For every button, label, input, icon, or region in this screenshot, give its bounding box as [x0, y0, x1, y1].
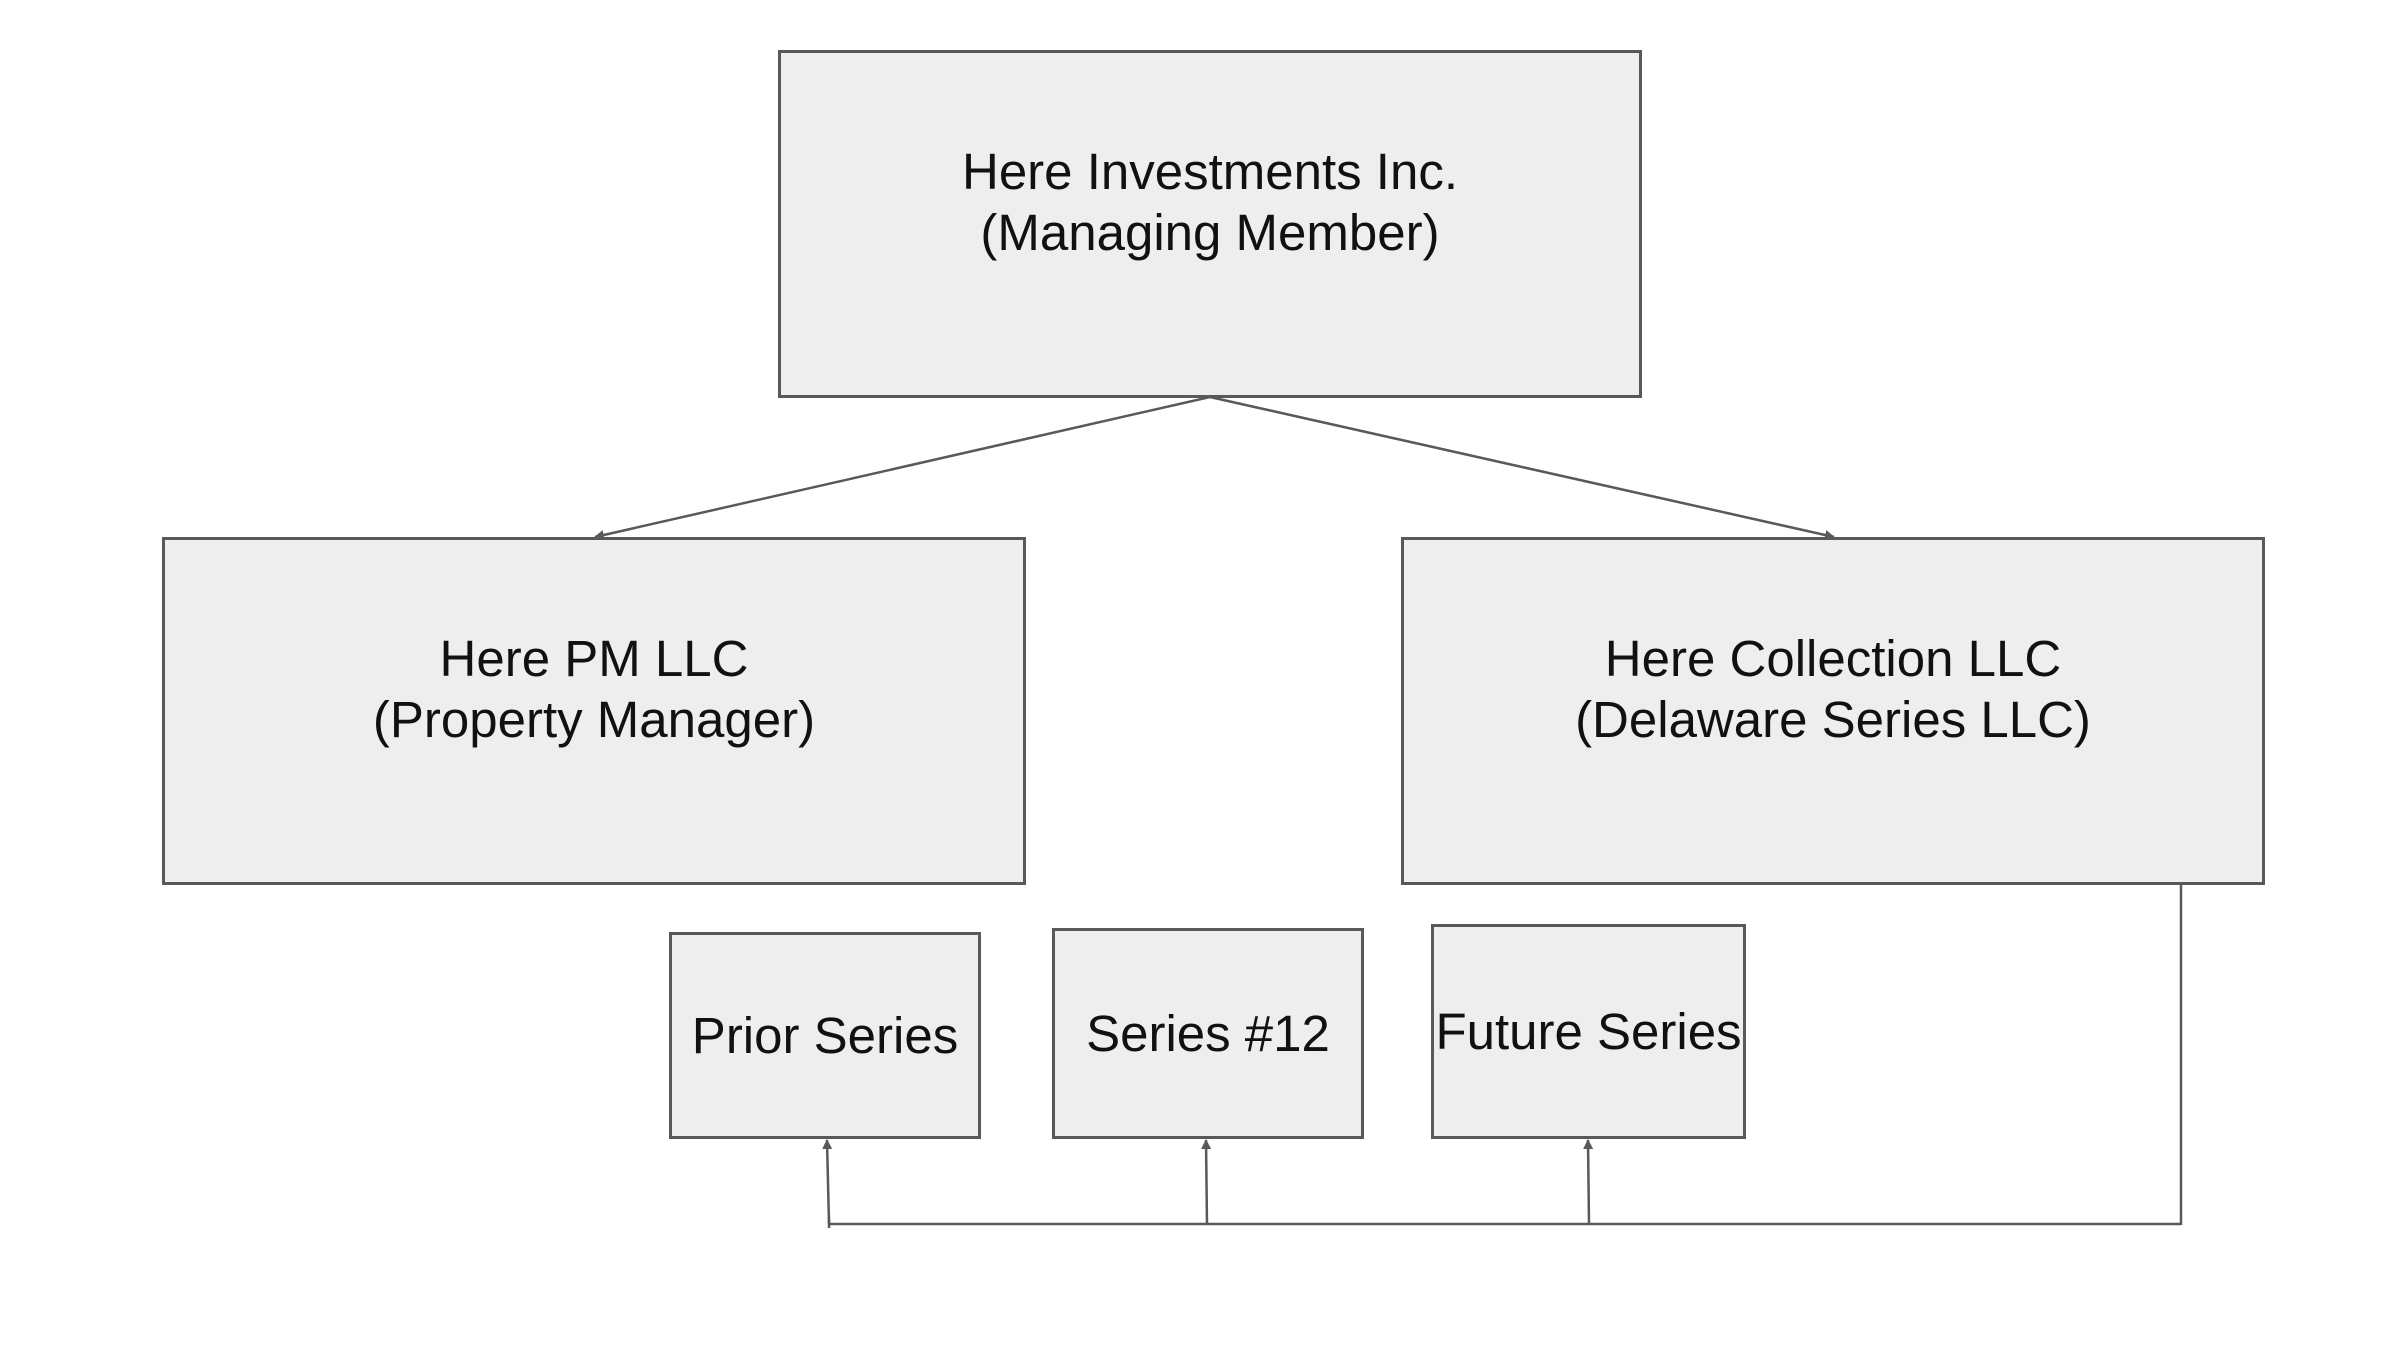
- collection-name: Here Collection LLC: [1604, 630, 2062, 687]
- property-manager-box: Here PM LLC (Property Manager): [162, 537, 1026, 885]
- managing-member-role: (Managing Member): [980, 204, 1440, 262]
- series-12-label: Series #12: [1086, 1004, 1330, 1062]
- future-series-box: Future Series: [1431, 924, 1746, 1139]
- prior-series-box: Prior Series: [669, 932, 981, 1139]
- future-series-label: Future Series: [1435, 1002, 1742, 1060]
- collection-role: (Delaware Series LLC): [1575, 691, 2091, 749]
- collection-box: Here Collection LLC (Delaware Series LLC…: [1401, 537, 2265, 885]
- property-manager-role: (Property Manager): [372, 691, 816, 749]
- connector-to-prior-series: [822, 1139, 833, 1225]
- connector-to-series-12: [1201, 1139, 1212, 1225]
- connector-to-future-series: [1583, 1139, 1594, 1225]
- prior-series-label: Prior Series: [691, 1006, 959, 1064]
- connector-managing-to-pm: [594, 395, 1211, 540]
- managing-member-box: Here Investments Inc. (Managing Member): [778, 50, 1642, 398]
- property-manager-name: Here PM LLC: [439, 630, 749, 687]
- managing-member-name: Here Investments Inc.: [961, 143, 1459, 200]
- series-12-box: Series #12: [1052, 928, 1364, 1139]
- connector-managing-to-collection: [1209, 395, 1835, 540]
